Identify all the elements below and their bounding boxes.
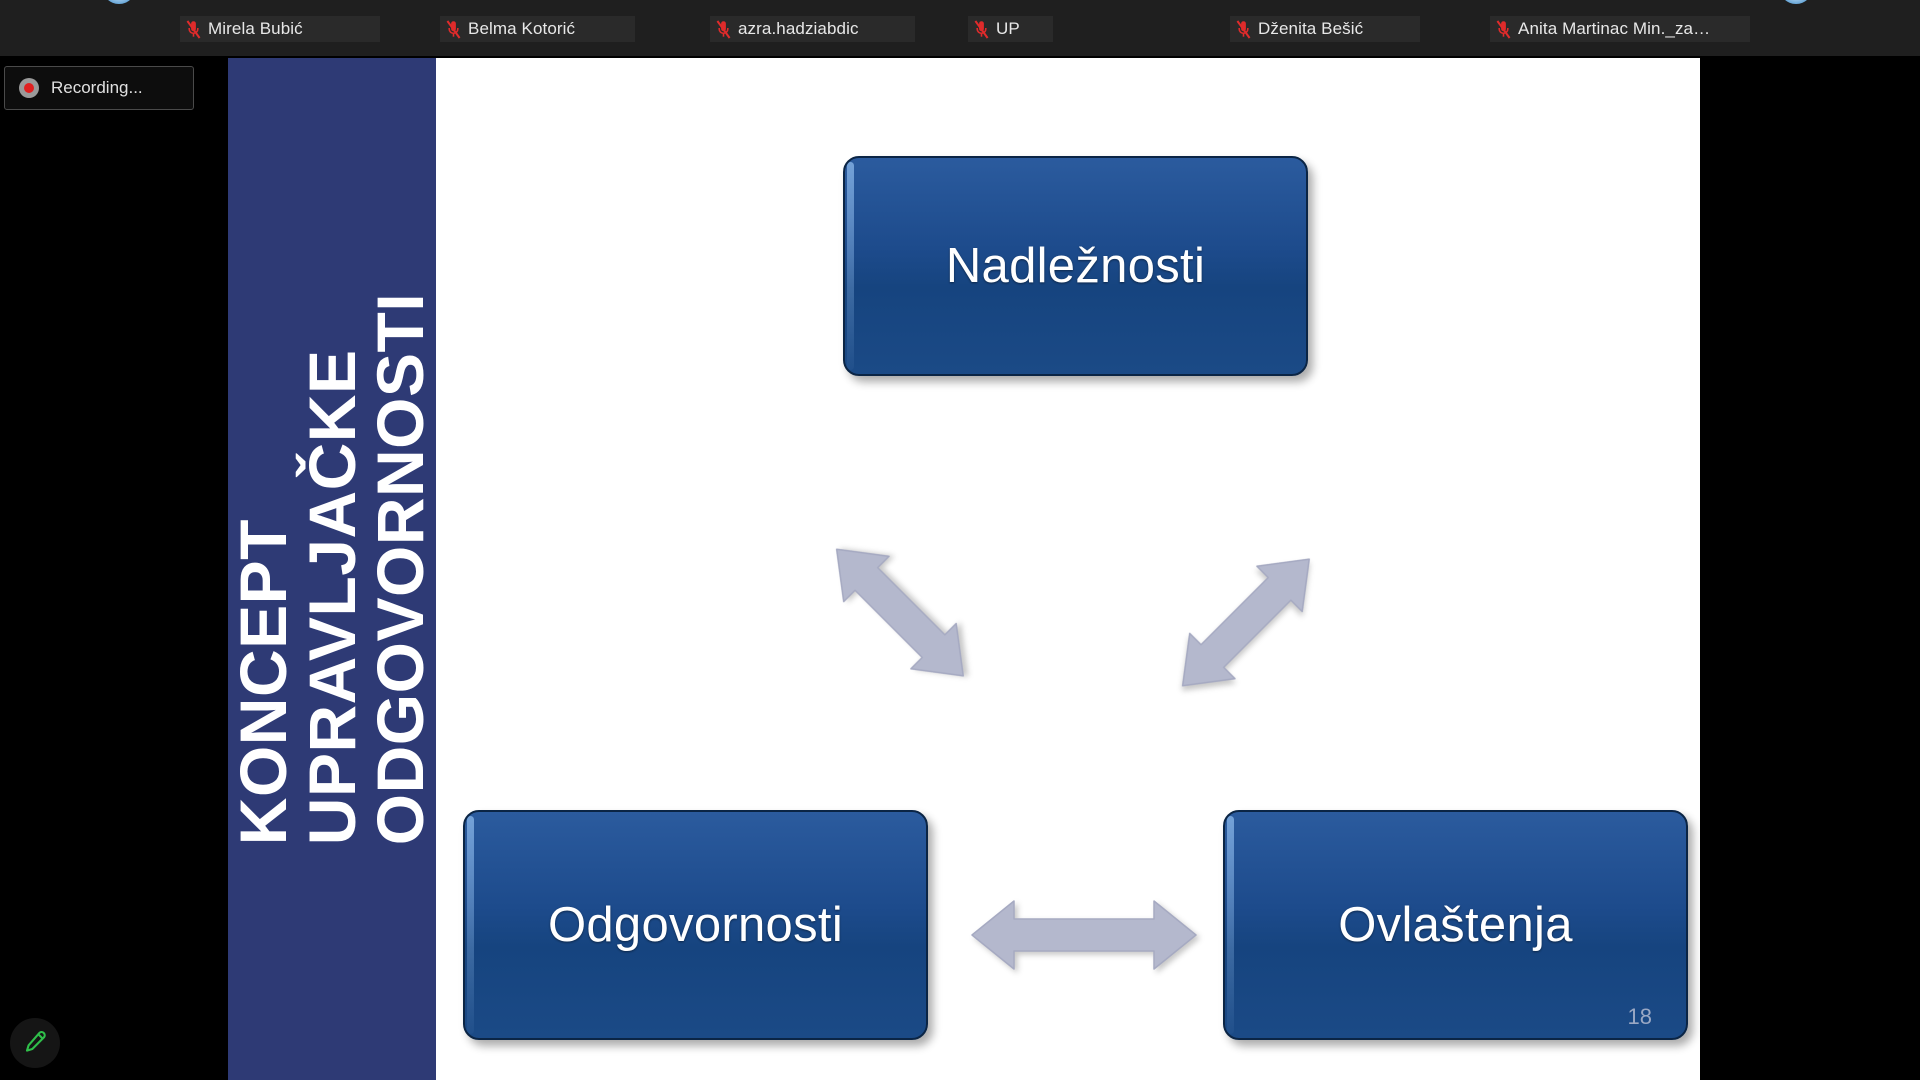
diagram-node-nadleznosti: Nadležnosti	[843, 156, 1308, 376]
participant-name: Anita Martinac Min._za…	[1518, 19, 1711, 38]
pen-icon	[22, 1028, 48, 1059]
avatar[interactable]	[1779, 0, 1813, 4]
double-arrow-diagonal-right	[1156, 510, 1326, 725]
annotate-button[interactable]	[10, 1018, 60, 1068]
diagram-node-label: Nadležnosti	[945, 239, 1206, 293]
shared-slide: KONCEPT UPRAVLJAČKE ODGOVORNOSTI Nadležn…	[228, 58, 1700, 1080]
record-dot-icon	[19, 78, 39, 98]
participant-name: azra.hadziabdic	[738, 19, 859, 38]
title-line-1: KONCEPT	[228, 519, 301, 846]
mic-muted-icon	[186, 19, 201, 39]
participant-name: Dženita Bešić	[1258, 19, 1364, 38]
participant-name: Belma Kotorić	[468, 19, 576, 38]
title-line-2: UPRAVLJAČKE	[294, 349, 369, 846]
participant-name: Mirela Bubić	[208, 19, 303, 38]
participant-tile[interactable]: UP	[968, 16, 1053, 42]
recording-indicator[interactable]: Recording...	[4, 66, 194, 110]
double-arrow-horizontal	[968, 892, 1200, 978]
title-line-3: ODGOVORNOSTI	[363, 292, 438, 846]
participant-strip: Mirela Bubić Belma Kotorić azra.hadziabd…	[0, 0, 1920, 56]
participant-name: UP	[996, 19, 1020, 38]
avatar[interactable]	[102, 0, 136, 4]
mic-muted-icon	[446, 19, 461, 39]
mic-muted-icon	[1236, 19, 1251, 39]
participant-tile[interactable]: Anita Martinac Min._za…	[1490, 16, 1750, 42]
mic-muted-icon	[716, 19, 731, 39]
diagram-node-odgovornosti: Odgovornosti	[463, 810, 928, 1040]
participant-tile[interactable]: Mirela Bubić	[180, 16, 380, 42]
slide-number: 18	[1627, 1004, 1652, 1029]
diagram-node-label: Ovlaštenja	[1338, 898, 1573, 952]
mic-muted-icon	[974, 19, 989, 39]
participant-tile[interactable]: Dženita Bešić	[1230, 16, 1420, 42]
participant-tile[interactable]: azra.hadziabdic	[710, 16, 915, 42]
slide-title-sidebar: KONCEPT UPRAVLJAČKE ODGOVORNOSTI	[228, 58, 438, 1080]
diagram-node-label: Odgovornosti	[547, 898, 844, 952]
page-title: KONCEPT UPRAVLJAČKE ODGOVORNOSTI	[228, 292, 438, 846]
double-arrow-diagonal-left	[810, 510, 980, 725]
mic-muted-icon	[1496, 19, 1511, 39]
recording-label: Recording...	[51, 78, 143, 97]
participant-tile[interactable]: Belma Kotorić	[440, 16, 635, 42]
diagram-node-ovlastenja: Ovlaštenja 18	[1223, 810, 1688, 1040]
